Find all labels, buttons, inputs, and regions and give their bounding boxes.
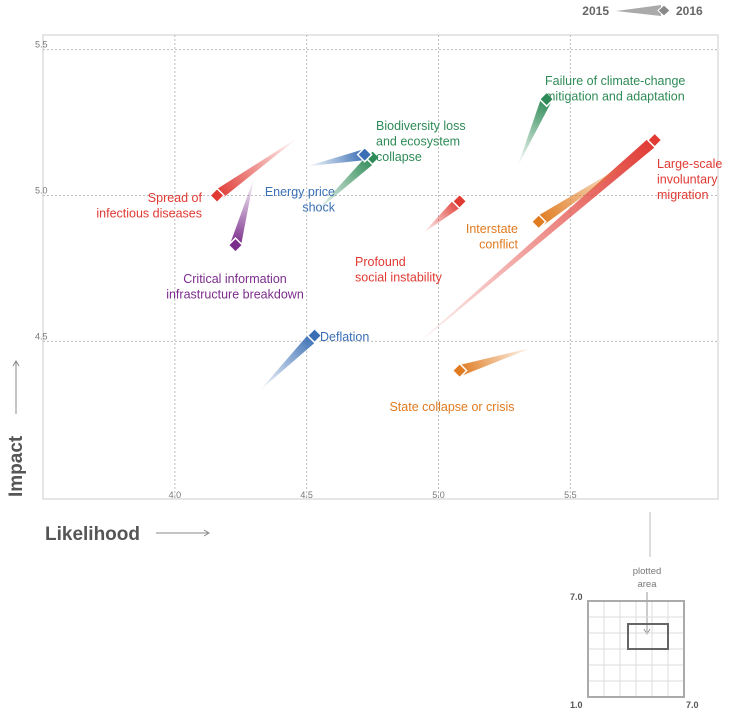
failure-of-climate-change-mitigation-and-adaptation-trail (517, 97, 552, 167)
critical-information-infrastructure-breakdown-label-line: Critical information (183, 272, 287, 286)
x-axis-title: Likelihood (45, 524, 140, 545)
plot-frame (42, 34, 719, 500)
trails (213, 97, 659, 392)
state-collapse-or-crisis-label: State collapse or crisis (389, 400, 514, 414)
interstate-conflict-trail (535, 157, 637, 227)
energy-price-shock-trail (306, 149, 366, 167)
spread-of-infectious-diseases-marker (208, 187, 226, 204)
profound-social-instability-label-line: Profound (355, 255, 406, 269)
legend-2015: 2015 (582, 4, 609, 18)
x-tick-label: 5.5 (564, 490, 577, 500)
risk-labels: Failure of climate-change mitigation and … (96, 74, 722, 414)
deflation-label: Deflation (320, 330, 369, 344)
energy-price-shock-label-line: shock (302, 201, 335, 215)
markers-2016 (208, 91, 663, 379)
legend-trail (616, 5, 661, 16)
state-collapse-or-crisis-marker (451, 362, 468, 379)
spread-of-infectious-diseases-label-line: infectious diseases (96, 207, 202, 221)
y-axis-title: Impact (6, 435, 27, 497)
spread-of-infectious-diseases-label: Spread of infectious diseases (96, 191, 202, 221)
energy-price-shock-marker (356, 146, 373, 163)
interstate-conflict-label: Interstate conflict (466, 222, 519, 252)
energy-price-shock-label-line: Energy price (265, 185, 335, 199)
interstate-conflict-label-line: conflict (479, 238, 518, 252)
y-axis-arrowhead-icon (12, 360, 20, 367)
interstate-conflict-label-line: Interstate (466, 222, 518, 236)
biodiversity-loss-and-ecosystem-collapse-label-line: collapse (376, 150, 422, 164)
large-scale-involuntary-migration-label-line: migration (657, 188, 708, 202)
inset-y-max-label: 7.0 (570, 592, 583, 602)
y-tick-label: 5.0 (35, 186, 48, 196)
deflation-trail (259, 331, 319, 392)
x-tick-label: 4.5 (300, 490, 313, 500)
critical-information-infrastructure-breakdown-trail (230, 177, 254, 247)
large-scale-involuntary-migration-trail (406, 135, 659, 354)
legend-marker-icon (657, 4, 671, 17)
energy-price-shock-label: Energy price shock (265, 185, 336, 215)
x-axis-arrowhead-icon (203, 529, 210, 537)
x-axis-title-group: Likelihood (45, 524, 210, 545)
tick-labels: 4.0 4.5 5.0 5.5 4.5 5.0 5.5 (35, 40, 577, 500)
failure-of-climate-change-mitigation-and-adaptation-label: Failure of climate-change mitigation and … (545, 74, 685, 104)
spread-of-infectious-diseases-trail (213, 137, 299, 200)
legend-2016: 2016 (676, 4, 703, 18)
year-legend: 2015 2016 (582, 4, 703, 18)
failure-of-climate-change-mitigation-and-adaptation-label-line: mitigation and adaptation (545, 90, 685, 104)
inset-pointer-arrowhead-icon (643, 628, 651, 635)
large-scale-involuntary-migration-marker (646, 131, 663, 149)
plot-area: 4.0 4.5 5.0 5.5 4.5 5.0 5.5 Failure of climate… (35, 34, 722, 500)
spread-of-infectious-diseases-label-line: Spread of (148, 191, 203, 205)
inset-caption-line-1: plotted (633, 566, 662, 577)
large-scale-involuntary-migration-label-line: involuntary (657, 173, 718, 187)
critical-information-infrastructure-breakdown-label-line: infrastructure breakdown (166, 288, 304, 302)
critical-information-infrastructure-breakdown-marker (227, 237, 244, 254)
inset-plotted-box (627, 623, 669, 650)
biodiversity-loss-and-ecosystem-collapse-trail (314, 153, 377, 214)
y-tick-label: 5.5 (35, 40, 48, 50)
plotted-area-inset: plotted area 7.0 1.0 7.0 (570, 512, 699, 710)
profound-social-instability-marker (451, 193, 468, 210)
x-tick-label: 4.0 (169, 490, 182, 500)
state-collapse-or-crisis-trail (457, 347, 534, 376)
inset-frame (587, 600, 685, 698)
inset-caption-line-2: area (637, 579, 657, 590)
deflation-marker (306, 327, 323, 344)
profound-social-instability-label: Profound social instability (355, 255, 443, 285)
biodiversity-loss-and-ecosystem-collapse-label-line: Biodiversity loss (376, 119, 466, 133)
gridlines (43, 35, 718, 499)
large-scale-involuntary-migration-label-line: Large-scale (657, 157, 722, 171)
inset-x-min-label: 1.0 (570, 700, 583, 710)
failure-of-climate-change-mitigation-and-adaptation-label-line: Failure of climate-change (545, 74, 685, 88)
y-axis-title-group: Impact (6, 360, 27, 497)
x-tick-label: 5.0 (432, 490, 445, 500)
inset-grid (588, 601, 684, 697)
inset-x-max-label: 7.0 (686, 700, 699, 710)
biodiversity-loss-and-ecosystem-collapse-label-line: and ecosystem (376, 135, 460, 149)
state-collapse-or-crisis-label-line: State collapse or crisis (389, 400, 514, 414)
y-tick-label: 4.5 (35, 331, 48, 341)
deflation-label-line: Deflation (320, 330, 369, 344)
profound-social-instability-trail (422, 197, 464, 234)
critical-information-infrastructure-breakdown-label: Critical information infrastructure break… (166, 272, 304, 302)
profound-social-instability-label-line: social instability (355, 271, 443, 285)
interstate-conflict-marker (530, 213, 547, 230)
failure-of-climate-change-mitigation-and-adaptation-marker (538, 91, 555, 108)
